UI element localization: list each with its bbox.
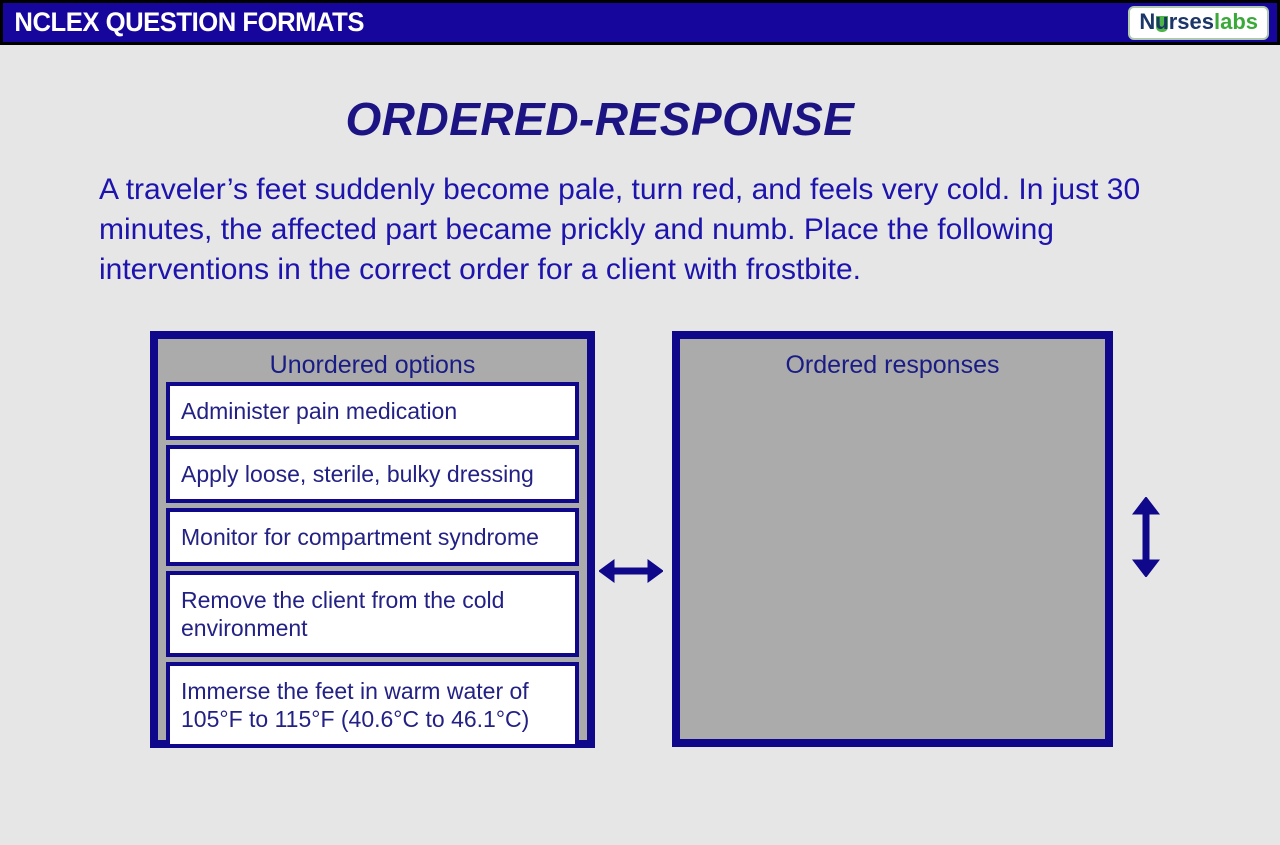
option-item[interactable]: Remove the client from the cold environm… [166, 571, 579, 657]
left-right-arrow-icon [599, 559, 663, 583]
nurseslabs-logo[interactable]: Nurses labs [1128, 5, 1269, 40]
up-down-arrow-icon [1131, 497, 1161, 577]
option-item[interactable]: Administer pain medication [166, 382, 579, 440]
unordered-options-panel: Unordered options Administer pain medica… [150, 331, 595, 748]
option-item[interactable]: Monitor for compartment syndrome [166, 508, 579, 566]
unordered-options-label: Unordered options [269, 351, 476, 379]
page-title: ORDERED-RESPONSE [345, 93, 855, 145]
ordered-responses-label: Ordered responses [785, 351, 1000, 379]
beaker-icon: u [1155, 8, 1169, 34]
question-text: A traveler’s feet suddenly become pale, … [99, 173, 1141, 286]
app-title: NCLEX QUESTION FORMATS [14, 7, 365, 37]
ordered-responses-panel[interactable]: Ordered responses [672, 331, 1113, 747]
logo-text-labs: labs [1213, 8, 1258, 34]
options-list: Administer pain medication Apply loose, … [158, 382, 587, 748]
option-item[interactable]: Apply loose, sterile, bulky dressing [166, 445, 579, 503]
logo-text-nurses: Nurses [1139, 8, 1214, 34]
top-bar: NCLEX QUESTION FORMATS Nurses labs [0, 0, 1280, 45]
option-item[interactable]: Immerse the feet in warm water of 105°F … [166, 662, 579, 748]
